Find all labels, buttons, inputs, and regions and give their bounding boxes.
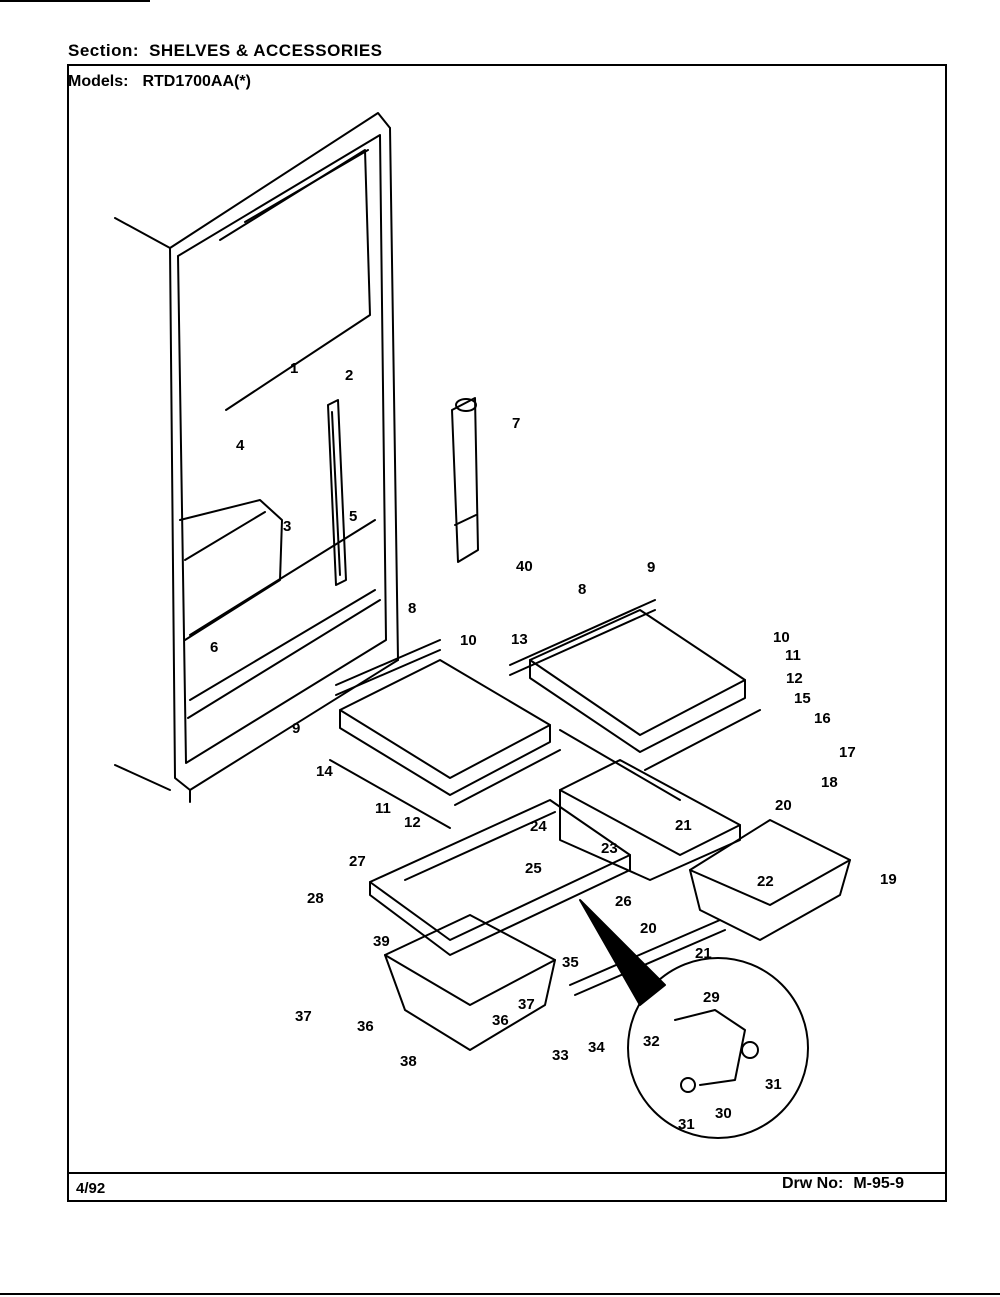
section-title: SHELVES & ACCESSORIES (149, 41, 383, 60)
callout-1: 1 (290, 360, 298, 377)
callout-21a: 21 (675, 817, 692, 834)
part-7-column (451, 397, 479, 563)
callout-12a: 12 (786, 670, 803, 687)
callout-37a: 37 (295, 1008, 312, 1025)
callout-22: 22 (757, 873, 774, 890)
callout-13: 13 (511, 631, 528, 648)
callout-18: 18 (821, 774, 838, 791)
callout-28: 28 (307, 890, 324, 907)
callout-36b: 36 (492, 1012, 509, 1029)
callout-20b: 20 (640, 920, 657, 937)
callout-9b: 9 (292, 720, 300, 737)
models-label: Models: (68, 73, 129, 90)
callout-38: 38 (400, 1053, 417, 1070)
section-header: Section: SHELVES & ACCESSORIES (68, 41, 383, 61)
slide-rails (569, 919, 726, 996)
callout-3: 3 (283, 518, 291, 535)
right-drawer (689, 819, 851, 941)
callout-4: 4 (236, 437, 245, 454)
callout-19: 19 (880, 871, 897, 888)
callout-37b: 37 (518, 996, 535, 1013)
callout-8a: 8 (408, 600, 416, 617)
drawing-number: M-95-9 (853, 1175, 905, 1192)
top-rule (0, 0, 150, 2)
meat-pan-housing (559, 759, 741, 881)
drawing-label: Drw No: (782, 1175, 844, 1192)
callout-31b: 31 (678, 1116, 695, 1133)
callout-9a: 9 (647, 559, 655, 576)
models-line: Models: RTD1700AA(*) (68, 73, 251, 91)
footer-rule (67, 1172, 947, 1174)
right-shelf (509, 599, 761, 801)
callout-40: 40 (516, 558, 533, 575)
bottom-rule (0, 1293, 1000, 1295)
diagram-frame (67, 64, 947, 1202)
left-crisper-bin (384, 914, 556, 1051)
callout-21b: 21 (695, 945, 712, 962)
callout-6a: 6 (210, 639, 218, 656)
callout-16: 16 (814, 710, 831, 727)
drawing-number-line: Drw No: M-95-9 (782, 1175, 904, 1193)
shelf-bracket-rail (327, 399, 347, 586)
callout-23: 23 (601, 840, 618, 857)
callout-5: 5 (349, 508, 357, 525)
cabinet-outline (114, 112, 399, 803)
callout-35: 35 (562, 954, 579, 971)
callout-11a: 11 (785, 647, 801, 664)
callout-10b: 10 (773, 629, 790, 646)
callout-24: 24 (530, 818, 547, 835)
callout-7: 7 (512, 415, 520, 432)
callout-34: 34 (588, 1039, 605, 1056)
callout-33: 33 (552, 1047, 569, 1064)
callout-14: 14 (316, 763, 333, 780)
callout-8b: 8 (578, 581, 586, 598)
callout-31a: 31 (765, 1076, 782, 1093)
callout-17: 17 (839, 744, 856, 761)
crisper-cover (369, 799, 631, 956)
left-shelf (329, 639, 561, 829)
callout-39: 39 (373, 933, 390, 950)
models-value: RTD1700AA(*) (142, 73, 251, 90)
revision-date: 4/92 (76, 1180, 106, 1197)
callout-15: 15 (794, 690, 811, 707)
callout-2: 2 (345, 367, 353, 384)
callout-20a: 20 (775, 797, 792, 814)
callout-27: 27 (349, 853, 366, 870)
callout-labels: 1 2 3 4 5 6 7 40 8 8 9 9 10 10 11 11 12 … (210, 360, 897, 1133)
callout-12b: 12 (404, 814, 421, 831)
callout-30: 30 (715, 1105, 732, 1122)
callout-10a: 10 (460, 632, 477, 649)
callout-26: 26 (615, 893, 632, 910)
callout-32: 32 (643, 1033, 660, 1050)
callout-36a: 36 (357, 1018, 374, 1035)
callout-11b: 11 (375, 800, 391, 817)
detail-magnifier (579, 899, 809, 1139)
section-label: Section: (68, 41, 140, 60)
callout-25: 25 (525, 860, 542, 877)
callout-29: 29 (703, 989, 720, 1006)
